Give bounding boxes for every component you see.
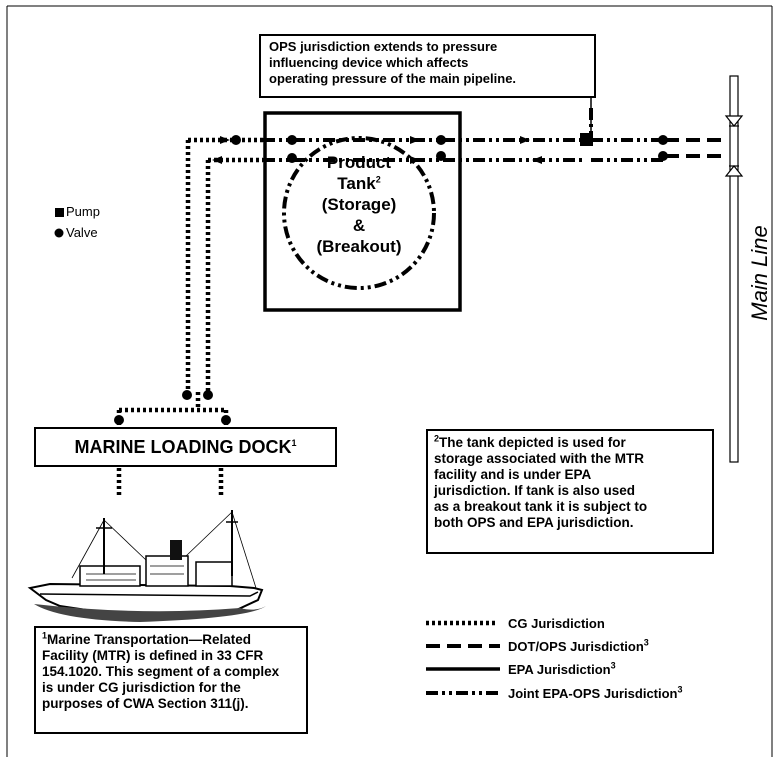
mtr-note-line: purposes of CWA Section 311(j).	[42, 696, 249, 711]
legend-epa-label: EPA Jurisdiction3	[508, 660, 616, 677]
tank-note-line: storage associated with the MTR	[434, 451, 645, 466]
tank-note-line: both OPS and EPA jurisdiction.	[434, 515, 634, 530]
legend-pump-marker	[55, 208, 64, 217]
tank-label-breakout: (Breakout)	[316, 237, 402, 256]
pump	[580, 133, 593, 146]
tank-label-amp: &	[352, 216, 366, 235]
dot-ops-pipeline	[665, 138, 728, 158]
ops-jurisdiction-note: OPS jurisdiction extends to pressure inf…	[259, 34, 596, 98]
legend-valve-marker	[54, 228, 64, 238]
marine-loading-dock: MARINE LOADING DOCK1	[34, 427, 337, 467]
mtr-note-line: 154.1020. This segment of a complex	[42, 664, 280, 679]
key-pump: Pump	[66, 204, 100, 219]
tank-note-line: 2The tank depicted is used for	[434, 433, 626, 450]
ops-note-line: OPS jurisdiction extends to pressure	[269, 39, 498, 54]
main-line-label: Main Line	[747, 225, 772, 321]
mtr-note-line: is under CG jurisdiction for the	[42, 680, 241, 695]
tank-footnote: 2The tank depicted is used for storage a…	[426, 429, 714, 554]
ops-note-line: operating pressure of the main pipeline.	[269, 71, 517, 86]
tank-label-tank: Tank2	[337, 174, 381, 193]
tank-note-line: facility and is under EPA	[434, 467, 592, 482]
flow-arrows	[212, 136, 542, 164]
ship-illustration	[27, 510, 266, 622]
tank-label-storage: (Storage)	[321, 195, 397, 214]
legend-dot-ops: DOT/OPS Jurisdiction3	[424, 637, 764, 659]
legend-joint: Joint EPA-OPS Jurisdiction3	[424, 684, 764, 706]
valves	[114, 135, 668, 425]
tank-box	[263, 111, 462, 312]
legend-cg: CG Jurisdiction	[424, 614, 764, 636]
key-valve: Valve	[66, 225, 98, 240]
tank-circle	[282, 136, 436, 290]
tank-label-product: Product	[326, 153, 392, 172]
tank-note-line: jurisdiction. If tank is also used	[434, 483, 636, 498]
legend-joint-label: Joint EPA-OPS Jurisdiction3	[508, 684, 683, 701]
mtr-note-line: 1Marine Transportation—Related	[42, 630, 252, 647]
legend-epa: EPA Jurisdiction3	[424, 660, 764, 682]
tank-label: Product Tank2 (Storage) & (Breakout)	[284, 152, 434, 257]
main-line-pipe	[724, 75, 744, 463]
tank-note-line: as a breakout tank it is subject to	[434, 499, 648, 514]
mtr-note-line: Facility (MTR) is defined in 33 CFR	[42, 648, 264, 663]
legend-dot-ops-label: DOT/OPS Jurisdiction3	[508, 637, 649, 654]
mtr-footnote: 1Marine Transportation—Related Facility …	[34, 626, 308, 734]
ops-note-line: influencing device which affects	[269, 55, 469, 70]
legend-cg-label: CG Jurisdiction	[508, 616, 605, 631]
